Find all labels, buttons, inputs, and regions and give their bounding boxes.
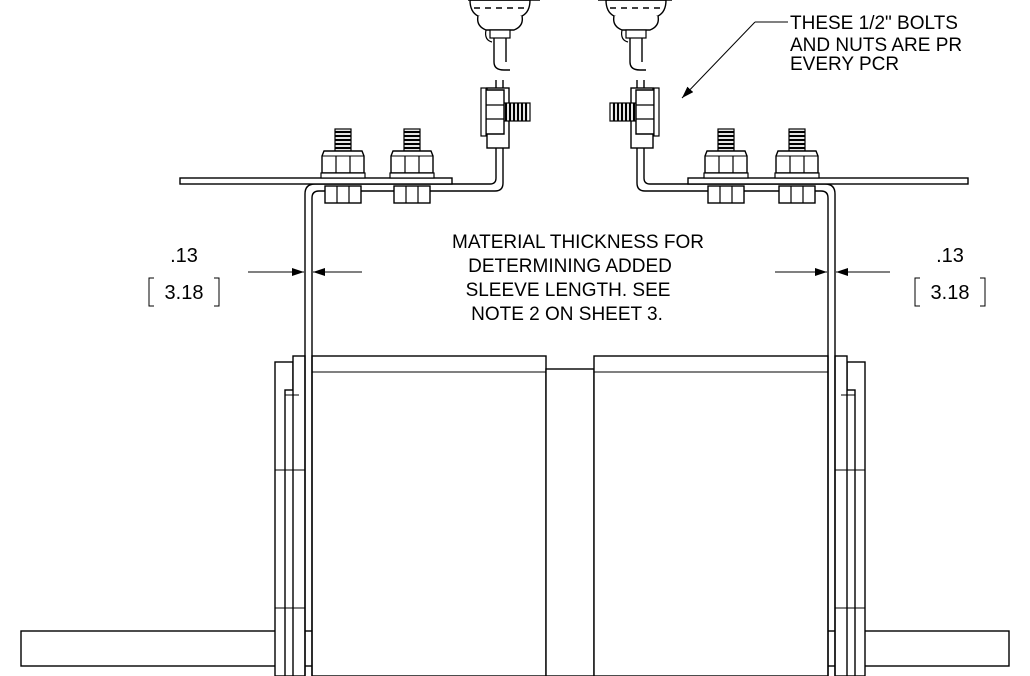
- left-dimension-label: .13 3.18: [148, 245, 220, 307]
- left-sleeve-block: [311, 355, 547, 676]
- right-dimension-label: .13 3.18: [914, 245, 986, 307]
- note-line-4: NOTE 2 ON SHEET 3.: [471, 304, 663, 325]
- right-plate-bolts: [702, 127, 821, 204]
- left-mounting-plate: [179, 177, 453, 185]
- right-dim-metric: 3.18: [931, 282, 970, 304]
- note-line-2: DETERMINING ADDED: [468, 256, 672, 277]
- left-tab-bolt: [479, 86, 532, 149]
- callout-line-3: EVERY PCR: [790, 54, 899, 75]
- left-dim-imperial: .13: [170, 245, 198, 267]
- callout-leader: [681, 21, 788, 99]
- left-plate-bolts: [319, 127, 436, 204]
- left-clamp-plates: [274, 355, 306, 676]
- material-thickness-note: MATERIAL THICKNESS FOR DETERMINING ADDED…: [452, 232, 704, 325]
- right-clamp-plates: [834, 355, 866, 676]
- left-bracket-open: [148, 277, 154, 307]
- right-bracket-close: [980, 277, 986, 307]
- right-top-assembly: [605, 0, 667, 71]
- right-mounting-plate: [687, 177, 969, 185]
- left-bracket-close: [214, 277, 220, 307]
- right-tab-bolt: [608, 86, 661, 149]
- note-line-1: MATERIAL THICKNESS FOR: [452, 232, 704, 253]
- callout-note: THESE 1/2" BOLTS EVERY PCR AND NUTS ARE …: [790, 13, 962, 75]
- callout-line-1: THESE 1/2" BOLTS: [790, 13, 958, 34]
- right-sleeve-block: [593, 355, 829, 676]
- left-dim-metric: 3.18: [165, 282, 204, 304]
- center-gap-block: [545, 368, 595, 676]
- callout-line-2: AND NUTS ARE PR: [790, 35, 962, 56]
- note-line-3: SLEEVE LENGTH. SEE: [466, 280, 671, 301]
- left-top-assembly: [469, 0, 531, 71]
- right-dim-imperial: .13: [936, 245, 964, 267]
- right-bracket-open: [914, 277, 920, 307]
